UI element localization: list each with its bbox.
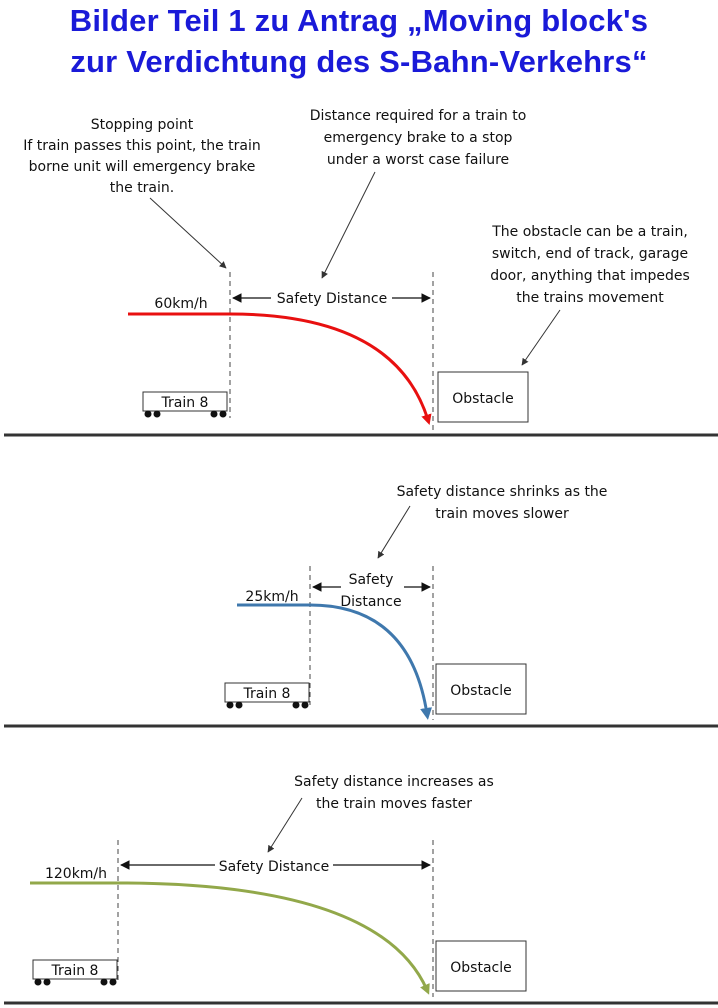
train-label: Train 8 (243, 686, 291, 702)
shrinks-note-pointer (377, 505, 411, 559)
stopping-point-desc: the train. (110, 180, 174, 196)
train-8: Train 8 (32, 959, 118, 986)
obstacle-note: the trains movement (516, 290, 664, 306)
train-8: Train 8 (224, 682, 310, 709)
distance-required-label: under a worst case failure (327, 152, 509, 168)
stopping-point-desc: borne unit will emergency brake (29, 159, 256, 175)
panel-1: Stopping point If train passes this poin… (4, 108, 718, 437)
panel-3: Safety distance increases as the train m… (4, 774, 718, 1005)
obstacle-note-pointer (521, 309, 561, 366)
obstacle: Obstacle (435, 663, 527, 715)
panel-2: Safety distance shrinks as the train mov… (4, 484, 718, 728)
obstacle-note: The obstacle can be a train, (491, 224, 688, 240)
safety-distance-label: Distance (340, 594, 401, 610)
title-line-1: Bilder Teil 1 zu Antrag „Moving block's (69, 3, 649, 38)
obstacle: Obstacle (435, 940, 527, 992)
safety-distance-label: Safety Distance (219, 859, 329, 875)
obstacle-note: door, anything that impedes (490, 268, 690, 284)
shrinks-note: train moves slower (435, 506, 569, 522)
obstacle-note: switch, end of track, garage (492, 246, 688, 262)
obstacle-label: Obstacle (450, 960, 511, 976)
speed-label: 60km/h (154, 296, 207, 312)
speed-label: 25km/h (245, 589, 298, 605)
increases-note: Safety distance increases as (294, 774, 494, 790)
braking-curve (128, 312, 432, 426)
title-line-2: zur Verdichtung des S-Bahn-Verkehrs“ (70, 44, 648, 79)
stopping-point-pointer (149, 197, 227, 269)
stopping-point-label: Stopping point (91, 117, 194, 133)
page-title: Bilder Teil 1 zu Antrag „Moving block's … (0, 0, 718, 92)
distance-required-label: Distance required for a train to (310, 108, 527, 124)
distance-required-pointer (321, 171, 376, 279)
train-label: Train 8 (51, 963, 99, 979)
obstacle: Obstacle (437, 371, 529, 423)
increases-note-pointer (267, 797, 303, 853)
safety-distance-label: Safety Distance (277, 291, 387, 307)
increases-note: the train moves faster (316, 796, 472, 812)
obstacle-label: Obstacle (450, 683, 511, 699)
shrinks-note: Safety distance shrinks as the (397, 484, 608, 500)
braking-curve (30, 881, 430, 995)
speed-label: 120km/h (45, 866, 107, 882)
braking-curve (237, 603, 433, 720)
obstacle-label: Obstacle (452, 391, 513, 407)
distance-required-label: emergency brake to a stop (324, 130, 513, 146)
stopping-point-desc: If train passes this point, the train (23, 138, 261, 154)
train-8: Train 8 (142, 391, 228, 418)
train-label: Train 8 (161, 395, 209, 411)
safety-distance-label: Safety (349, 572, 394, 588)
